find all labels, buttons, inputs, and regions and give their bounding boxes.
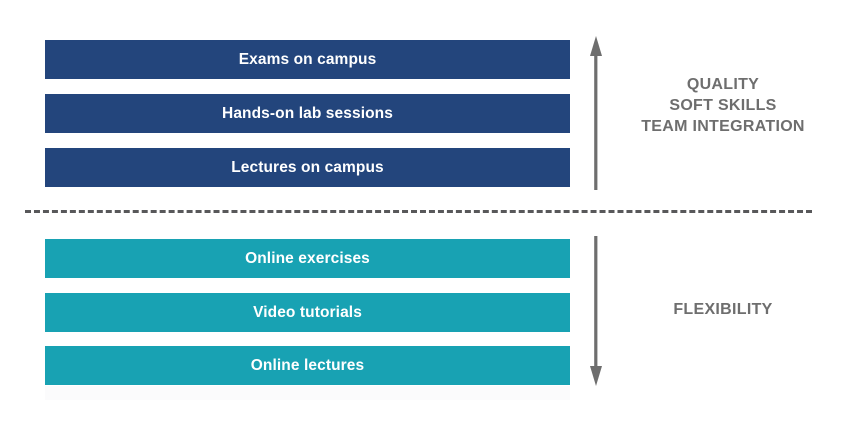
side-label-flexibility: FLEXIBILITY	[628, 299, 818, 320]
side-label-line: QUALITY	[686, 76, 760, 93]
bar-label: Online lectures	[250, 356, 365, 374]
side-label-line: TEAM INTEGRATION	[641, 118, 805, 135]
up-arrow-icon	[583, 34, 609, 190]
baseline-shade	[45, 386, 570, 400]
dashed-divider	[25, 210, 812, 213]
bar-video-tutorials: Video tutorials	[45, 293, 570, 332]
bar-exams-on-campus: Exams on campus	[45, 40, 570, 79]
bar-label: Exams on campus	[238, 50, 377, 68]
bar-lectures-on-campus: Lectures on campus	[45, 148, 570, 187]
bar-online-exercises: Online exercises	[45, 239, 570, 278]
bar-label: Video tutorials	[253, 303, 362, 321]
side-label-line: SOFT SKILLS	[669, 97, 777, 114]
bar-label: Hands-on lab sessions	[222, 104, 393, 122]
down-arrow-icon	[583, 236, 609, 388]
bar-hands-on-lab-sessions: Hands-on lab sessions	[45, 94, 570, 133]
side-label-quality: QUALITY SOFT SKILLS TEAM INTEGRATION	[628, 74, 818, 137]
bar-label: Online exercises	[245, 249, 370, 267]
side-label-line: FLEXIBILITY	[673, 301, 773, 318]
bar-online-lectures: Online lectures	[45, 346, 570, 385]
bar-label: Lectures on campus	[231, 158, 384, 176]
